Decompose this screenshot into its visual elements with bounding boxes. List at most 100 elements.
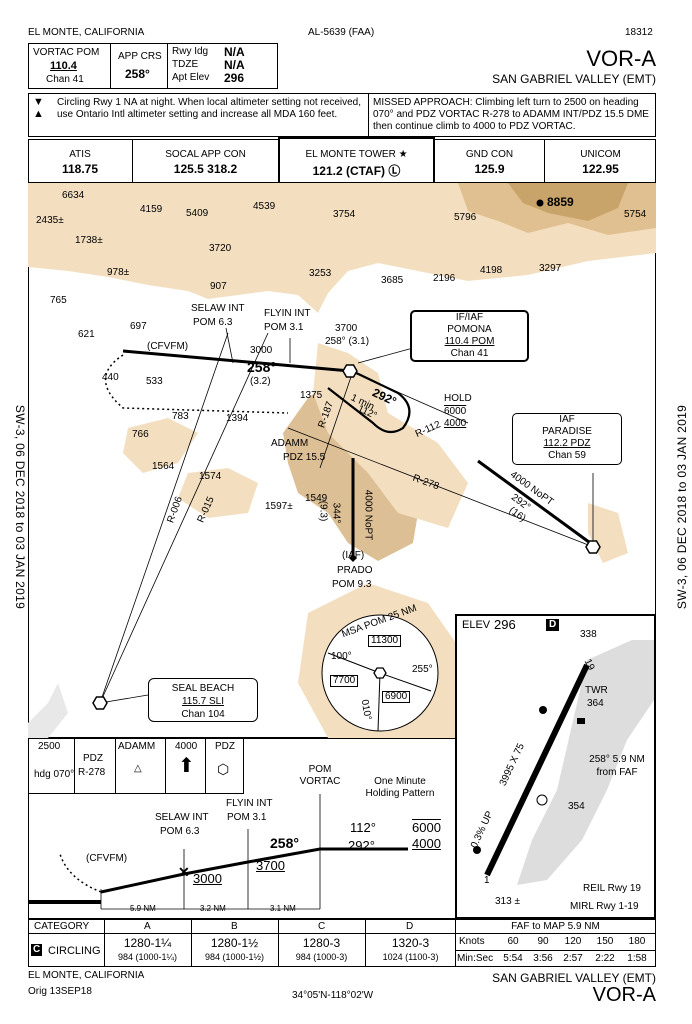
vortac-label: VORTAC POM	[33, 47, 100, 58]
elev-765: 765	[50, 295, 67, 306]
seal-beach-box: SEAL BEACH 115.7 SLI Chan 104	[148, 678, 258, 722]
comm-label: SOCAL APP CON	[165, 149, 246, 160]
footer-orig: Orig 13SEP18	[28, 986, 92, 997]
knots-150: 150	[596, 936, 614, 947]
elev-766: 766	[132, 429, 149, 440]
elev-3685: 3685	[381, 275, 404, 286]
seal-beach-chan: Chan 104	[181, 709, 225, 720]
elev-978: 978±	[107, 267, 130, 278]
rwy-ldg-label: Rwy Idg	[172, 46, 209, 57]
notes-text: Circling Rwy 1 NA at night. When local a…	[57, 97, 362, 120]
airport-elev-value: 296	[494, 617, 516, 632]
msa-11300: 11300	[368, 635, 402, 647]
airport-area	[517, 640, 654, 885]
tdze-value: N/A	[224, 58, 245, 72]
course-258: 258°	[247, 359, 276, 375]
profile-course-292: 292°	[348, 838, 375, 853]
warning-icon: ▼▲	[33, 96, 44, 120]
circling-c-main: 1280-3	[302, 936, 341, 950]
elev-4198: 4198	[480, 265, 503, 276]
chart-number: 18312	[625, 27, 653, 38]
side-label-left: SW-3, 06 DEC 2018 to 03 JAN 2019	[13, 404, 28, 610]
strip-divider	[74, 738, 75, 794]
msa-sector-line	[377, 672, 381, 732]
circling-b-sub: 984 (1000-1½)	[204, 952, 265, 962]
tower-label: TWR	[585, 685, 608, 696]
profile-selaw: SELAW INT	[155, 812, 209, 823]
circling-c-icon: C	[31, 944, 43, 956]
windsock-icon	[473, 846, 481, 854]
elev-1574: 1574	[199, 471, 222, 482]
dist-3-2: (3.2)	[250, 376, 271, 387]
runway-1-label: 1	[484, 875, 490, 886]
briefing-divider	[110, 43, 111, 89]
faf-table-line	[455, 950, 656, 951]
profile-alt-4000b: 4000	[412, 836, 441, 851]
msa-7700: 7700	[330, 675, 359, 687]
time-150: 2:22	[595, 953, 615, 964]
knots-120: 120	[564, 936, 582, 947]
profile-alt-3000: 3000	[193, 871, 222, 886]
category-label: CATEGORY	[34, 921, 90, 932]
final-course-line	[122, 349, 351, 373]
minimums-cat-d: 1320-3 1024 (1100-3)	[365, 936, 456, 962]
elev-3720: 3720	[209, 243, 232, 254]
airport-elev-label: ELEV	[462, 619, 491, 631]
coastline	[28, 683, 68, 738]
rotating-beacon-icon	[539, 706, 547, 714]
airport-elev-338: 338	[580, 629, 597, 640]
prado-pom: POM 9.3	[332, 579, 372, 590]
elev-313: 313 ±	[495, 896, 520, 907]
profile-drawing: ✕	[28, 794, 408, 910]
pomona-chan: Chan 41	[450, 348, 489, 359]
elev-533: 533	[146, 376, 163, 387]
comm-label: EL MONTE TOWER ★	[305, 149, 408, 160]
paradise-chan: Chan 59	[548, 450, 586, 461]
elev-4159: 4159	[140, 204, 163, 215]
elev-3253: 3253	[309, 268, 332, 279]
profile-dist-5-9: 5.9 NM	[130, 904, 156, 913]
comm-gnd: GND CON 125.9	[435, 139, 545, 183]
knots-180: 180	[628, 936, 646, 947]
holding-pattern	[327, 368, 411, 434]
minimums-divider	[104, 919, 105, 967]
notes-divider	[368, 93, 369, 137]
minimums-cat-b: 1280-1½ 984 (1000-1½)	[191, 936, 278, 962]
profile-adamm: ADAMM	[118, 741, 156, 752]
missed-icons-strip	[28, 738, 244, 794]
runway-1-19	[484, 663, 590, 877]
radial-r006	[99, 332, 229, 704]
hold-alt-6000: 6000	[444, 406, 467, 417]
elev-907: 907	[210, 281, 227, 292]
comm-label: GND CON	[465, 149, 514, 160]
chart-title: VOR-A	[586, 46, 656, 71]
side-label-right: SW-3, 06 DEC 2018 to 03 JAN 2019	[675, 404, 690, 610]
prado-fix-icon	[349, 554, 357, 562]
airport-name: SAN GABRIEL VALLEY (EMT)	[492, 72, 656, 86]
briefing-divider	[167, 43, 168, 89]
airport-marker: D	[546, 619, 560, 631]
strip-divider	[165, 738, 166, 794]
msa-100: 100°	[331, 651, 352, 662]
paradise-name: PARADISE	[542, 426, 592, 437]
adamm-pdz: PDZ 15.5	[283, 452, 326, 463]
pomona-freq: 110.4 POM	[444, 336, 495, 347]
leader-selaw	[225, 327, 234, 364]
prado-feeder-dist: (9.3)	[317, 500, 329, 522]
selaw-int-label: SELAW INT	[191, 303, 245, 314]
profile-pom-vortac: POM VORTAC	[299, 764, 341, 787]
profile-course-112: 112°	[350, 820, 376, 835]
comm-value: 118.75	[61, 162, 99, 176]
comm-value: 122.95	[582, 162, 619, 176]
profile-flyin: FLYIN INT	[226, 798, 273, 809]
apt-elev-label: Apt Elev	[172, 72, 210, 83]
adamm-label: ADAMM	[271, 438, 309, 449]
header-city: EL MONTE, CALIFORNIA	[28, 27, 145, 38]
plan-view	[28, 183, 656, 738]
dist-258-3-1: 258° (3.1)	[325, 336, 370, 347]
app-crs-value: 258°	[125, 67, 150, 81]
footer-title: VOR-A	[592, 984, 656, 1006]
profile-adamm-icon: △	[134, 763, 142, 774]
alt-3700: 3700	[335, 323, 358, 334]
footer-airport: SAN GABRIEL VALLEY (EMT)	[492, 971, 656, 985]
